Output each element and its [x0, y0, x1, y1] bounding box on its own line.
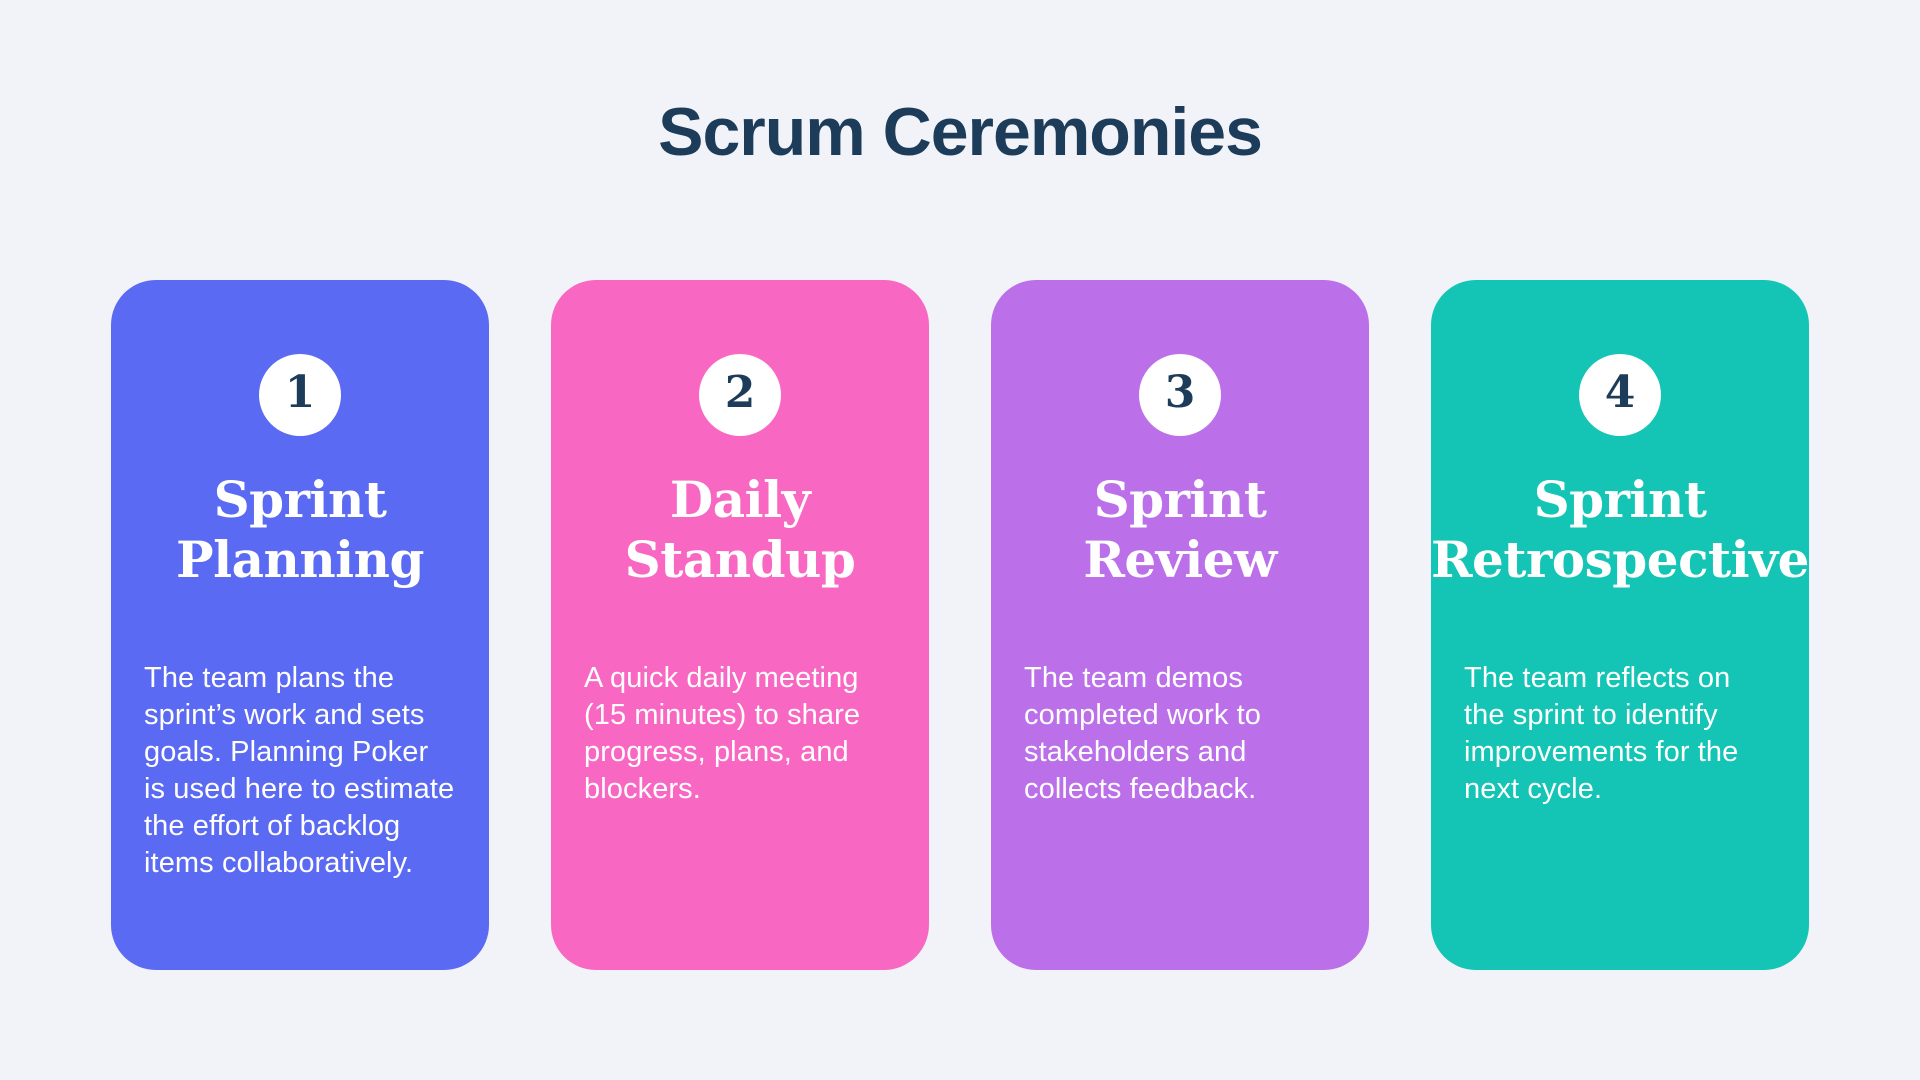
step-1-number: 1	[284, 367, 316, 418]
card-title-line: Retrospective	[1431, 530, 1809, 589]
card-title-line: Standup	[624, 530, 856, 589]
scrum-ceremonies-infographic: Scrum Ceremonies 1 Sprint Planning The t…	[0, 92, 1920, 970]
step-3-badge: 3	[1139, 354, 1221, 436]
step-2-number: 2	[724, 367, 756, 418]
cards-row: 1 Sprint Planning The team plans the spr…	[0, 280, 1920, 970]
card-title-line: Sprint	[1533, 470, 1707, 529]
card-sprint-planning: 1 Sprint Planning The team plans the spr…	[111, 280, 489, 970]
page-title: Scrum Ceremonies	[658, 94, 1263, 170]
step-2-badge: 2	[699, 354, 781, 436]
card-daily-standup-title: Daily Standup	[625, 470, 856, 590]
card-title-line: Sprint	[1093, 470, 1267, 529]
step-4-number: 4	[1604, 367, 1636, 418]
card-sprint-retrospective-title: Sprint Retrospective	[1431, 470, 1809, 590]
card-title-line: Daily	[669, 470, 811, 529]
card-title-line: Planning	[175, 530, 425, 589]
step-4-badge: 4	[1579, 354, 1661, 436]
card-daily-standup-description: A quick daily meeting (15 minutes) to sh…	[584, 662, 861, 805]
card-sprint-review-title: Sprint Review	[1083, 470, 1277, 590]
card-sprint-planning-description: The team plans the sprint’s work and set…	[144, 662, 455, 879]
card-sprint-review-description: The team demos completed work to stakeho…	[1024, 662, 1262, 805]
step-3-number: 3	[1164, 367, 1196, 418]
card-sprint-review: 3 Sprint Review The team demos completed…	[991, 280, 1369, 970]
card-daily-standup: 2 Daily Standup A quick daily meeting (1…	[551, 280, 929, 970]
card-sprint-planning-title: Sprint Planning	[175, 470, 425, 590]
card-sprint-retrospective: 4 Sprint Retrospective The team reflects…	[1431, 280, 1809, 970]
card-sprint-retrospective-description: The team reflects on the sprint to ident…	[1464, 662, 1739, 805]
card-title-line: Sprint	[213, 470, 387, 529]
step-1-badge: 1	[259, 354, 341, 436]
card-title-line: Review	[1083, 530, 1277, 589]
